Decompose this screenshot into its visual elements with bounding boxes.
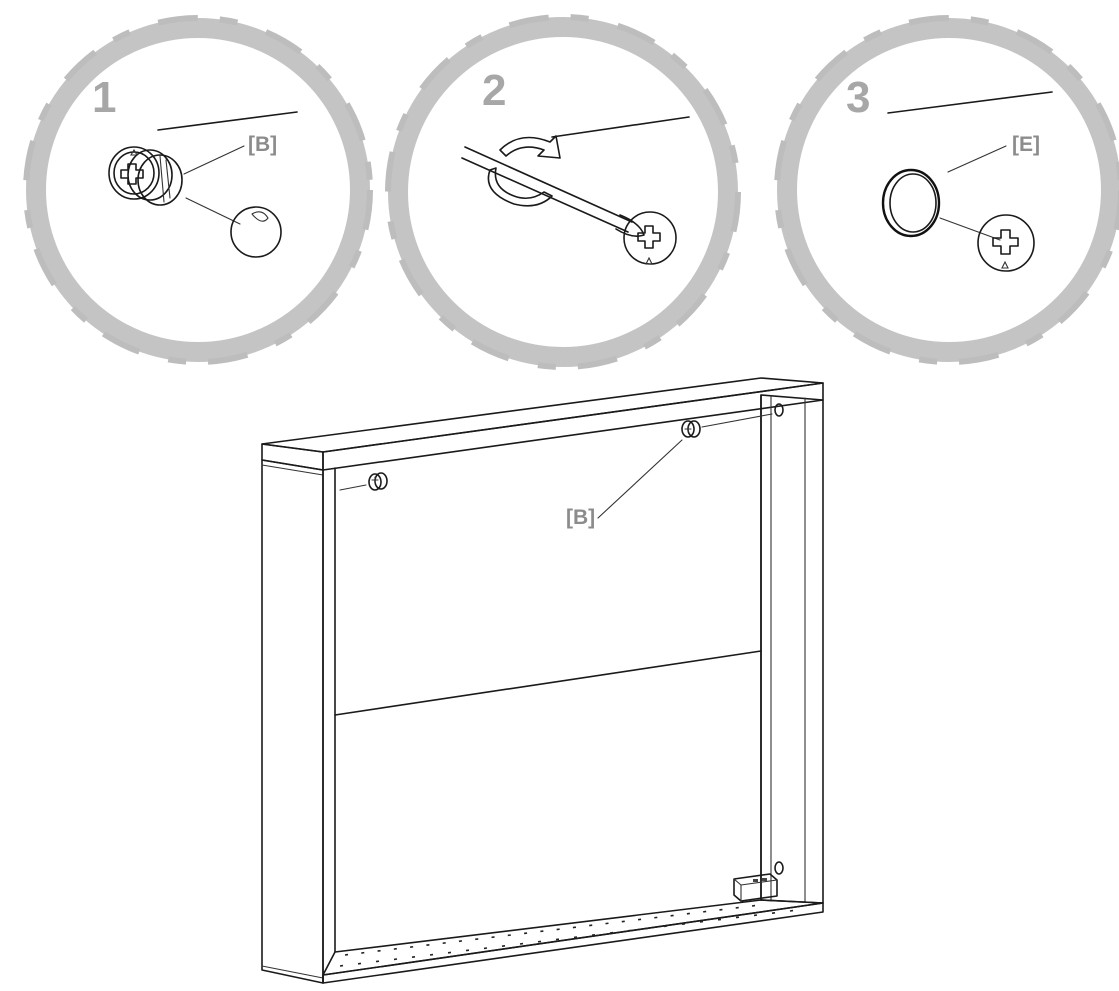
step-2-text-line bbox=[551, 116, 690, 138]
pre-drilled-hole bbox=[774, 403, 784, 417]
back-panel-divider bbox=[334, 650, 762, 716]
step-1-number: 1 bbox=[92, 73, 116, 122]
step-1-callout-b: [B] bbox=[248, 133, 277, 156]
step-1-leader-b bbox=[183, 145, 245, 175]
step-3-detail: 3 [E] bbox=[774, 15, 1119, 365]
step-1-ring-edge bbox=[23, 15, 373, 365]
screw-head-icon bbox=[977, 214, 1035, 272]
rotate-clockwise-icon bbox=[487, 135, 561, 207]
step-3-callout-e: [E] bbox=[1012, 133, 1040, 156]
cabinet-top-panel bbox=[261, 377, 824, 453]
step-1-leader-hole bbox=[185, 197, 241, 225]
cabinet-leader-b bbox=[597, 439, 683, 519]
cam-lock-fitting-right bbox=[681, 413, 773, 438]
cam-lock-fitting-left bbox=[339, 472, 388, 491]
screwdriver-icon bbox=[461, 146, 645, 237]
corner-bracket-icon bbox=[733, 873, 778, 902]
step-3-text-line bbox=[887, 91, 1053, 114]
cover-cap-icon bbox=[881, 168, 941, 238]
step-3-ring bbox=[777, 18, 1119, 362]
step-3-number: 3 bbox=[846, 73, 870, 122]
step-3-leader-e bbox=[947, 145, 1007, 173]
step-2-ring-edge bbox=[385, 14, 741, 370]
step-2-detail: 2 bbox=[385, 14, 741, 370]
step-1-text-line bbox=[157, 111, 298, 131]
step-3-ring-edge bbox=[774, 15, 1119, 365]
pre-drilled-hole bbox=[774, 861, 784, 875]
cabinet-frame: [B] bbox=[261, 377, 824, 984]
step-1-detail: 1 [B] bbox=[23, 15, 373, 365]
step-2-number: 2 bbox=[482, 66, 506, 115]
cabinet-right-side bbox=[760, 394, 824, 904]
cam-lock-icon bbox=[108, 146, 183, 206]
cabinet-callout-b: [B] bbox=[566, 506, 595, 529]
step-3-leader-screw bbox=[939, 217, 1001, 241]
step-2-ring bbox=[388, 17, 738, 367]
step-1-ring bbox=[26, 18, 370, 362]
screw-head-icon bbox=[623, 211, 677, 265]
cabinet-left-side bbox=[261, 459, 324, 984]
hole-detail-icon bbox=[230, 206, 282, 258]
bottom-perforations bbox=[339, 904, 794, 967]
